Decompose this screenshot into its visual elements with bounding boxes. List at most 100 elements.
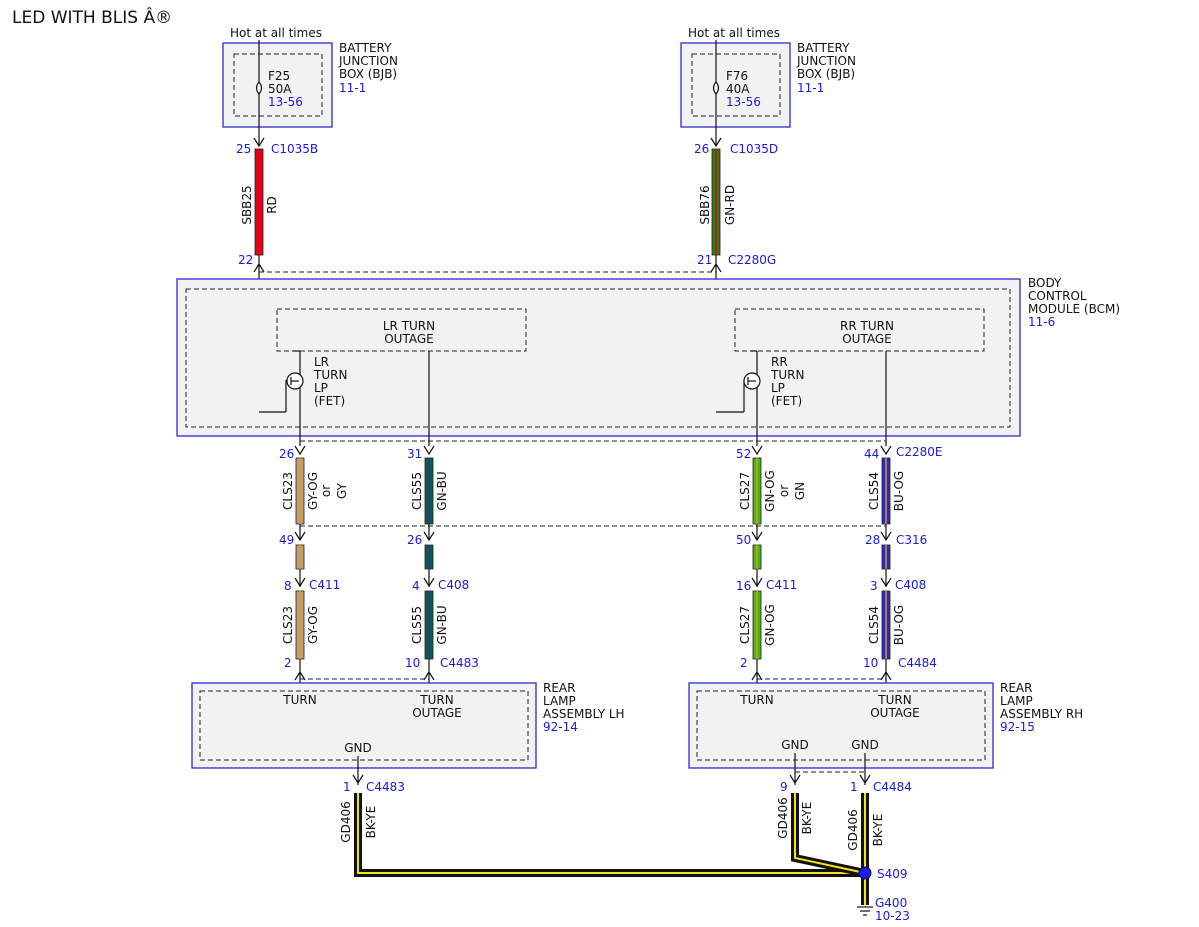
splice-dot-icon [858, 866, 872, 880]
wire-cls23-lower-color: GY-OG [306, 606, 320, 644]
lr-outage-2: OUTAGE [384, 332, 434, 346]
wire-cls55-color: GN-BU [435, 471, 449, 510]
rh-pin-2: 2 [740, 656, 748, 670]
bjb-left-name-3: BOX (BJB) [339, 67, 397, 81]
connector-c1035d: C1035D [730, 142, 778, 156]
bcm-inner [185, 288, 1011, 428]
connector-c316: C316 [896, 533, 927, 547]
lh-name-2: LAMP [543, 694, 576, 708]
rr-fet-2: TURN [770, 368, 804, 382]
ground-wire-gd406 [354, 793, 869, 905]
bcm-pin-22: 22 [238, 253, 253, 267]
rh-gnd1-label: GND [781, 738, 809, 752]
bcm-ref: 11-6 [1028, 315, 1055, 329]
wire-sbb25-circuit: SBB25 [240, 185, 254, 224]
c316-pin-26: 26 [407, 533, 422, 547]
rh-name-1: REAR [1000, 681, 1032, 695]
lr-fet-3: LP [314, 381, 328, 395]
diagram-title: LED WITH BLIS Â® [12, 6, 172, 28]
wire-cls27-or: or [777, 485, 791, 497]
wire-cls54-color: BU-OG [892, 471, 906, 511]
gd406-rh2-circuit: GD406 [846, 809, 860, 850]
wire-cls27-alt: GN [793, 482, 807, 500]
rear-lamp-lh-inner [199, 690, 529, 761]
bjb-right-name-2: JUNCTION [796, 54, 856, 68]
connector-arrow-icon [710, 137, 722, 148]
pin-25: 25 [236, 142, 251, 156]
bjb-right-box [680, 42, 791, 128]
wire-cls23-or: or [319, 485, 333, 497]
rh-outage-1: TURN [877, 693, 911, 707]
c316-pin-28: 28 [865, 533, 880, 547]
bcm-name-3: MODULE (BCM) [1028, 302, 1120, 316]
c408-pin-4: 4 [412, 579, 420, 593]
connector-c2280e: C2280E [896, 445, 943, 459]
wire-cls27-lower-color: GN-OG [763, 604, 777, 646]
connector-c2280g: C2280G [728, 253, 776, 267]
rr-fet-4: (FET) [771, 394, 802, 408]
rear-lamp-rh-inner [696, 690, 986, 761]
lh-gnd-label: GND [344, 741, 372, 755]
wire-sbb76-color: GN-RD [723, 185, 737, 225]
rear-lamp-rh-box [688, 682, 994, 769]
lh-ref: 92-14 [543, 720, 578, 734]
bjb-left-name-1: BATTERY [339, 41, 392, 55]
rr-outage-1: RR TURN [840, 319, 894, 333]
connector-c4483-gnd: C4483 [366, 780, 405, 794]
lh-outage-1: TURN [419, 693, 453, 707]
connector-c4484-top: C4484 [898, 656, 937, 670]
fuse-f76-amps: 40A [726, 82, 750, 96]
rh-ref: 92-15 [1000, 720, 1035, 734]
bjb-right-name-1: BATTERY [797, 41, 850, 55]
wire-sbb76-circuit: SBB76 [698, 185, 712, 224]
ground-g400-ref: 10-23 [875, 909, 910, 923]
lh-name-1: REAR [543, 681, 575, 695]
rr-turn-outage-box [734, 308, 985, 352]
fuse-f25-ref: 13-56 [268, 95, 303, 109]
rh-name-2: LAMP [1000, 694, 1033, 708]
fuse-f25: F25 [268, 69, 290, 83]
bjb-left-name-2: JUNCTION [338, 54, 398, 68]
rh-outage-2: OUTAGE [870, 706, 920, 720]
c316-pin-49: 49 [279, 533, 294, 547]
wire-cls55-circuit: CLS55 [410, 472, 424, 510]
lh-outage-2: OUTAGE [412, 706, 462, 720]
wire-cls23-circuit: CLS23 [281, 472, 295, 510]
lh-turn-label: TURN [282, 693, 316, 707]
lh-gnd-pin: 1 [343, 780, 351, 794]
lr-fet-1: LR [314, 355, 329, 369]
rh-gnd-pin-9: 9 [780, 780, 788, 794]
connector-c408-right: C408 [895, 578, 926, 592]
gd406-rh1-circuit: GD406 [776, 797, 790, 838]
rr-outage-2: OUTAGE [842, 332, 892, 346]
wire-cls23-lower-circuit: CLS23 [281, 606, 295, 644]
gd406-rh2-color: BK-YE [871, 814, 885, 847]
fuse-f76: F76 [726, 69, 748, 83]
gd406-lh-circuit: GD406 [339, 801, 353, 842]
lh-pin-2: 2 [284, 656, 292, 670]
connector-arrow-icon [294, 445, 892, 456]
rh-gnd2-label: GND [851, 738, 879, 752]
wire-sbb25-color: RD [265, 196, 279, 214]
gd406-rh1-color: BK-YE [800, 802, 814, 835]
wire-cls23-color: GY-OG [306, 472, 320, 510]
connector-c408-left: C408 [438, 578, 469, 592]
gd406-lh-color: BK-YE [364, 806, 378, 839]
wire-cls54-lower-circuit: CLS54 [867, 606, 881, 644]
rh-gnd-pin-1: 1 [850, 780, 858, 794]
bcm-pin-44: 44 [864, 447, 879, 461]
bjb-left-box [222, 42, 333, 128]
c411-pin-16: 16 [736, 579, 751, 593]
wire-cls27-circuit: CLS27 [738, 472, 752, 510]
wire-cls27-lower-circuit: CLS27 [738, 606, 752, 644]
wire-cls27-color: GN-OG [763, 470, 777, 512]
connector-c4484-gnd: C4484 [873, 780, 912, 794]
connector-arrow-icon [253, 137, 265, 148]
c408-pin-3: 3 [870, 579, 878, 593]
connector-c411-left: C411 [309, 578, 340, 592]
lr-fet-2: TURN [313, 368, 347, 382]
bcm-box [176, 278, 1021, 437]
wire-cls54-lower-color: BU-OG [892, 605, 906, 645]
pin-26: 26 [694, 142, 709, 156]
